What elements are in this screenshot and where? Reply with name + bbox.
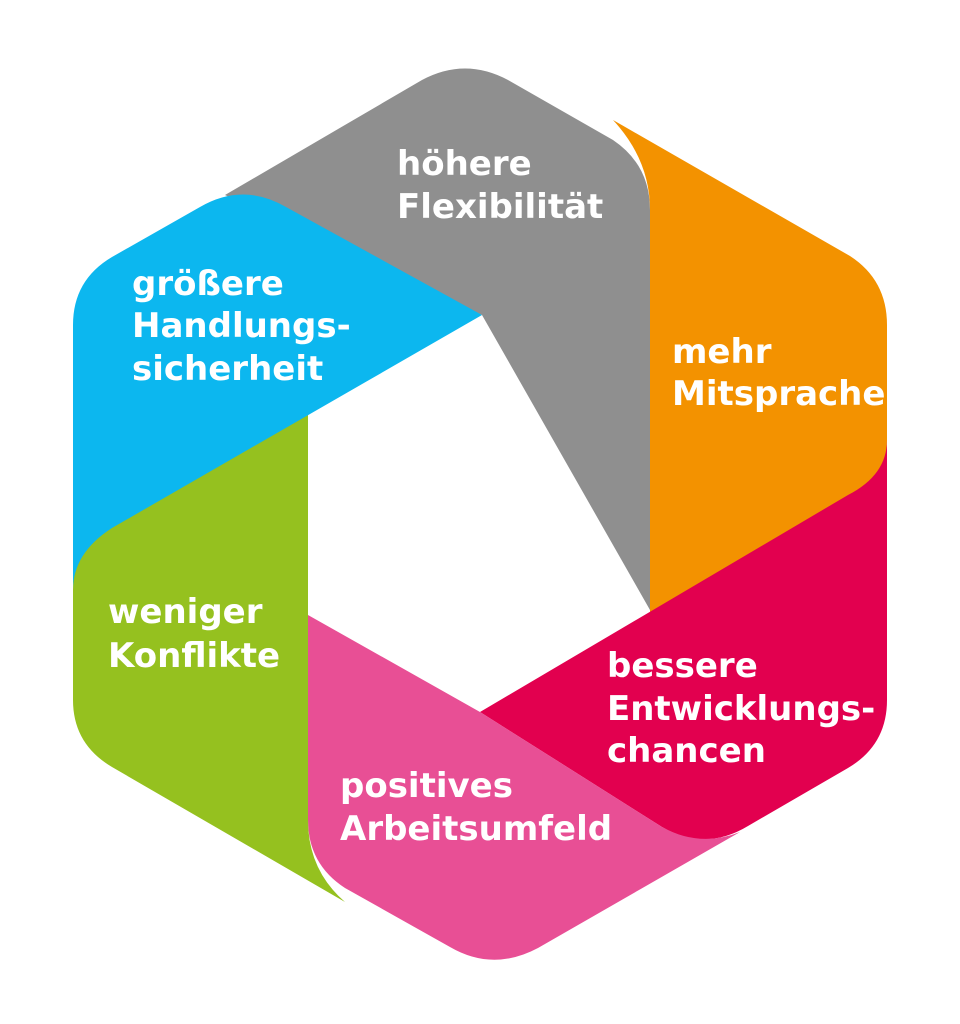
segment-work-environment-shape: [308, 615, 740, 960]
segment-work-environment: [308, 615, 740, 960]
segment-development: [480, 440, 887, 840]
label-flexibility-line-1: höhere: [397, 144, 532, 184]
label-development-line-2: Entwicklungs-: [607, 689, 875, 729]
label-participation: mehr Mitsprache: [672, 332, 885, 414]
label-fewer-conflicts-line-2: Konflikte: [108, 636, 280, 676]
label-confidence-line-2: Handlungs-: [132, 306, 351, 346]
segment-fewer-conflicts: [73, 410, 345, 902]
label-participation-line-2: Mitsprache: [672, 374, 885, 414]
segment-flexibility: [225, 68, 650, 610]
segment-participation: [613, 120, 887, 625]
label-work-environment-line-1: positives: [340, 766, 513, 806]
segment-fewer-conflicts-shape: [73, 410, 345, 902]
label-development: bessere Entwicklungs- chancen: [607, 646, 887, 771]
label-participation-line-1: mehr: [672, 332, 772, 372]
segment-confidence: [73, 194, 482, 590]
label-work-environment-line-2: Arbeitsumfeld: [340, 809, 612, 849]
label-work-environment: positives Arbeitsumfeld: [340, 766, 612, 849]
label-confidence-line-3: sicherheit: [132, 349, 323, 389]
label-confidence-line-1: größere: [132, 264, 284, 304]
segment-confidence-shape: [73, 194, 482, 590]
segment-development-shape: [480, 440, 887, 840]
label-confidence: größere Handlungs- sicherheit: [132, 264, 363, 389]
segment-flexibility-shape: [225, 68, 650, 610]
label-development-line-1: bessere: [607, 646, 758, 686]
label-development-line-3: chancen: [607, 731, 766, 771]
label-fewer-conflicts-line-1: weniger: [108, 592, 263, 632]
label-flexibility-line-2: Flexibilität: [397, 187, 603, 227]
label-flexibility: höhere Flexibilität: [397, 144, 603, 227]
segment-participation-shape: [613, 120, 887, 625]
label-fewer-conflicts: weniger Konflikte: [108, 592, 280, 676]
